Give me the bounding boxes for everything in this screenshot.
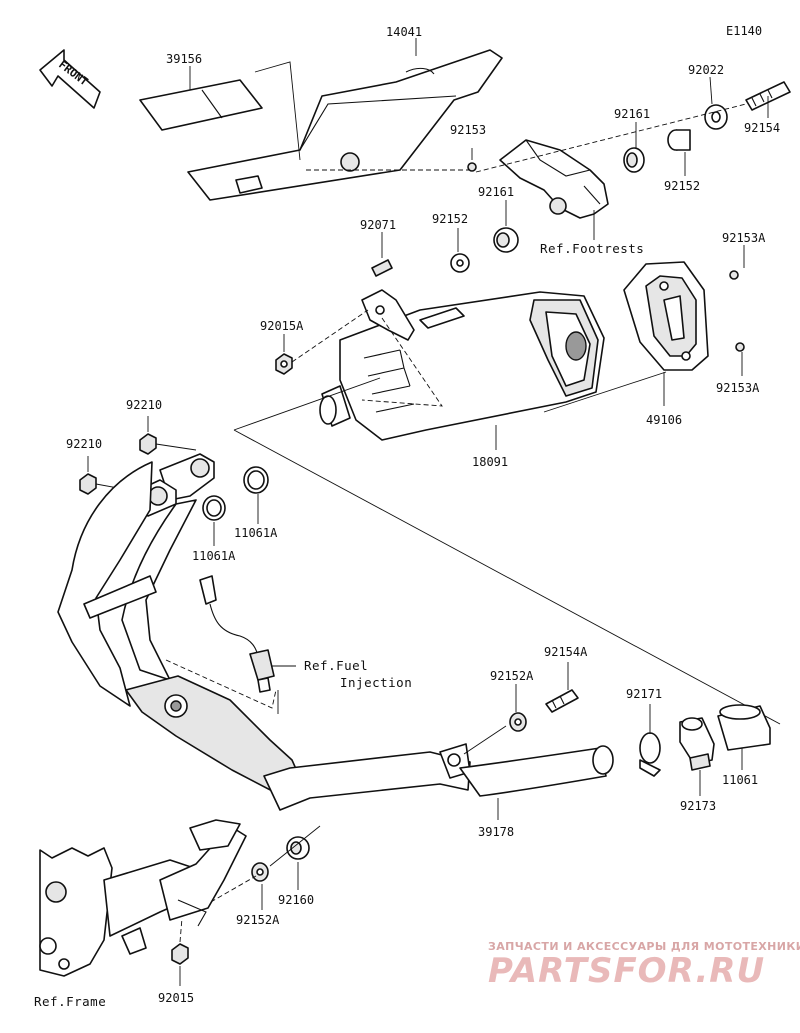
nut-92210-lower bbox=[79, 473, 97, 495]
label-92152-upper: 92152 bbox=[664, 179, 700, 193]
clamp-92173 bbox=[679, 717, 715, 771]
label-39178: 39178 bbox=[478, 825, 514, 839]
ref-fuel-injection-line2: Injection bbox=[340, 675, 412, 690]
front-arrow-icon: FRONT bbox=[39, 49, 101, 109]
label-39156: 39156 bbox=[166, 52, 202, 66]
label-92152-lower: 92152 bbox=[432, 212, 468, 226]
ref-footrests: Ref.Footrests bbox=[540, 241, 644, 256]
clamp-92171 bbox=[639, 732, 661, 777]
bolt-92154A bbox=[545, 689, 579, 713]
grommet-92161-lower bbox=[493, 227, 519, 253]
label-92015A: 92015A bbox=[260, 319, 304, 333]
muffler-18091 bbox=[319, 289, 605, 441]
label-92022: 92022 bbox=[688, 63, 724, 77]
grommet-92161-upper bbox=[623, 147, 645, 173]
gasket-11061A-lower bbox=[202, 495, 226, 521]
washer-92022 bbox=[704, 104, 728, 130]
label-11061A-lower: 11061A bbox=[192, 549, 236, 563]
gasket-11061A-upper bbox=[243, 466, 269, 494]
collar-92152-upper bbox=[667, 129, 691, 151]
exhaust-header-pipes bbox=[57, 453, 614, 811]
label-11061: 11061 bbox=[722, 773, 758, 787]
label-49106: 49106 bbox=[646, 413, 682, 427]
label-92154: 92154 bbox=[744, 121, 780, 135]
label-92153: 92153 bbox=[450, 123, 486, 137]
label-92153A-lower: 92153A bbox=[716, 381, 760, 395]
label-92152A-upper: 92152A bbox=[490, 669, 534, 683]
label-92173: 92173 bbox=[680, 799, 716, 813]
label-92161-lower: 92161 bbox=[478, 185, 514, 199]
screw-92153A-lower bbox=[735, 342, 745, 352]
label-92015: 92015 bbox=[158, 991, 194, 1005]
side-cover-14041 bbox=[187, 49, 503, 201]
label-11061A-upper: 11061A bbox=[234, 526, 278, 540]
label-92210-lower: 92210 bbox=[66, 437, 102, 451]
watermark-logo: PARTSFOR.RU bbox=[488, 951, 765, 991]
nut-92015A bbox=[275, 353, 293, 375]
label-92171: 92171 bbox=[626, 687, 662, 701]
gasket-11061 bbox=[717, 704, 771, 751]
screw-92153 bbox=[467, 162, 477, 172]
label-92153A-upper: 92153A bbox=[722, 231, 766, 245]
muffler-cover-49106 bbox=[623, 261, 709, 371]
screw-92153A-upper bbox=[729, 270, 739, 280]
watermark-caption: ЗАПЧАСТИ И АКСЕССУАРЫ ДЛЯ МОТОТЕХНИКИ bbox=[488, 940, 800, 953]
footrest-bracket bbox=[499, 139, 609, 219]
label-18091: 18091 bbox=[472, 455, 508, 469]
label-92160: 92160 bbox=[278, 893, 314, 907]
label-92161-upper: 92161 bbox=[614, 107, 650, 121]
label-92210-upper: 92210 bbox=[126, 398, 162, 412]
grommet-92160 bbox=[286, 836, 310, 860]
label-14041: 14041 bbox=[386, 25, 422, 39]
label-92152A-lower: 92152A bbox=[236, 913, 280, 927]
frame-bracket bbox=[39, 819, 247, 977]
spring-92071 bbox=[371, 259, 393, 277]
ref-fuel-injection-line1: Ref.Fuel bbox=[304, 658, 368, 673]
diagram-code: E1140 bbox=[726, 24, 762, 38]
ref-frame: Ref.Frame bbox=[34, 994, 106, 1009]
oxygen-sensor bbox=[199, 575, 275, 693]
label-sticker-39156 bbox=[139, 79, 263, 131]
nut-92210-upper bbox=[139, 433, 157, 455]
collar-92152A-lower bbox=[251, 862, 269, 882]
collar-92152-lower bbox=[450, 253, 470, 273]
label-92154A: 92154A bbox=[544, 645, 588, 659]
label-92071: 92071 bbox=[360, 218, 396, 232]
collar-92152A-upper bbox=[509, 712, 527, 732]
nut-92015 bbox=[171, 943, 189, 965]
